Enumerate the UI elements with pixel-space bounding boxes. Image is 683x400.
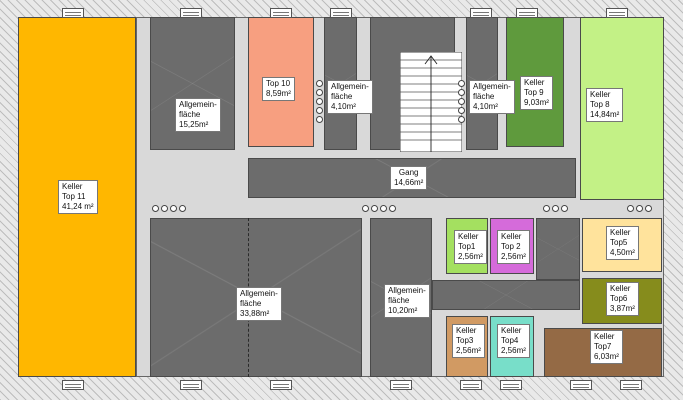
vent-holes-icon	[316, 80, 323, 123]
label-allgemein-33-88: Allgemein- fläche 33,88m²	[236, 287, 282, 321]
vent-holes-icon	[458, 80, 465, 123]
window-icon	[180, 8, 202, 18]
window-icon	[460, 380, 482, 390]
room-corridor-lower	[432, 280, 580, 310]
label-gang: Gang 14,66m²	[390, 166, 428, 190]
label-keller-top-11: Keller Top 11 41,24 m²	[58, 180, 98, 214]
window-icon	[62, 380, 84, 390]
vent-holes-icon	[627, 205, 652, 212]
window-icon	[390, 380, 412, 390]
window-icon	[330, 8, 352, 18]
window-icon	[470, 8, 492, 18]
window-icon	[180, 380, 202, 390]
window-icon	[620, 380, 642, 390]
label-keller-top-1: Keller Top1 2,56m²	[454, 230, 487, 264]
label-keller-top-8: Keller Top 8 14,84m²	[586, 88, 624, 122]
label-keller-top-9: Keller Top 9 9,03m²	[520, 76, 553, 110]
label-allgemein-15-25: Allgemein- fläche 15,25m²	[175, 98, 221, 132]
label-keller-top-5: Keller Top5 4,50m²	[606, 226, 639, 260]
vent-holes-icon	[543, 205, 568, 212]
label-keller-top-7: Keller Top7 6,03m²	[590, 330, 623, 364]
staircase-icon	[400, 52, 462, 152]
label-keller-top-4: Keller Top4 2,56m²	[497, 324, 530, 358]
label-keller-top-2: Keller Top 2 2,56m²	[497, 230, 530, 264]
window-icon	[606, 8, 628, 18]
label-keller-top-3: Keller Top3 2,56m²	[452, 324, 485, 358]
window-icon	[500, 380, 522, 390]
window-icon	[270, 380, 292, 390]
window-icon	[570, 380, 592, 390]
label-allgemein-10-20: Allgemein- fläche 10,20m²	[384, 284, 430, 318]
window-icon	[516, 8, 538, 18]
window-icon	[270, 8, 292, 18]
label-allgemein-4-10-right: Allgemein- fläche 4,10m²	[469, 80, 515, 114]
label-allgemein-4-10-left: Allgemein- fläche 4,10m²	[327, 80, 373, 114]
label-top-10: Top 10 8,59m²	[262, 77, 295, 101]
vent-holes-icon	[362, 205, 396, 212]
room-corridor-right	[536, 218, 580, 280]
vent-holes-icon	[152, 205, 186, 212]
window-icon	[62, 8, 84, 18]
label-keller-top-6: Keller Top6 3,87m²	[606, 282, 639, 316]
